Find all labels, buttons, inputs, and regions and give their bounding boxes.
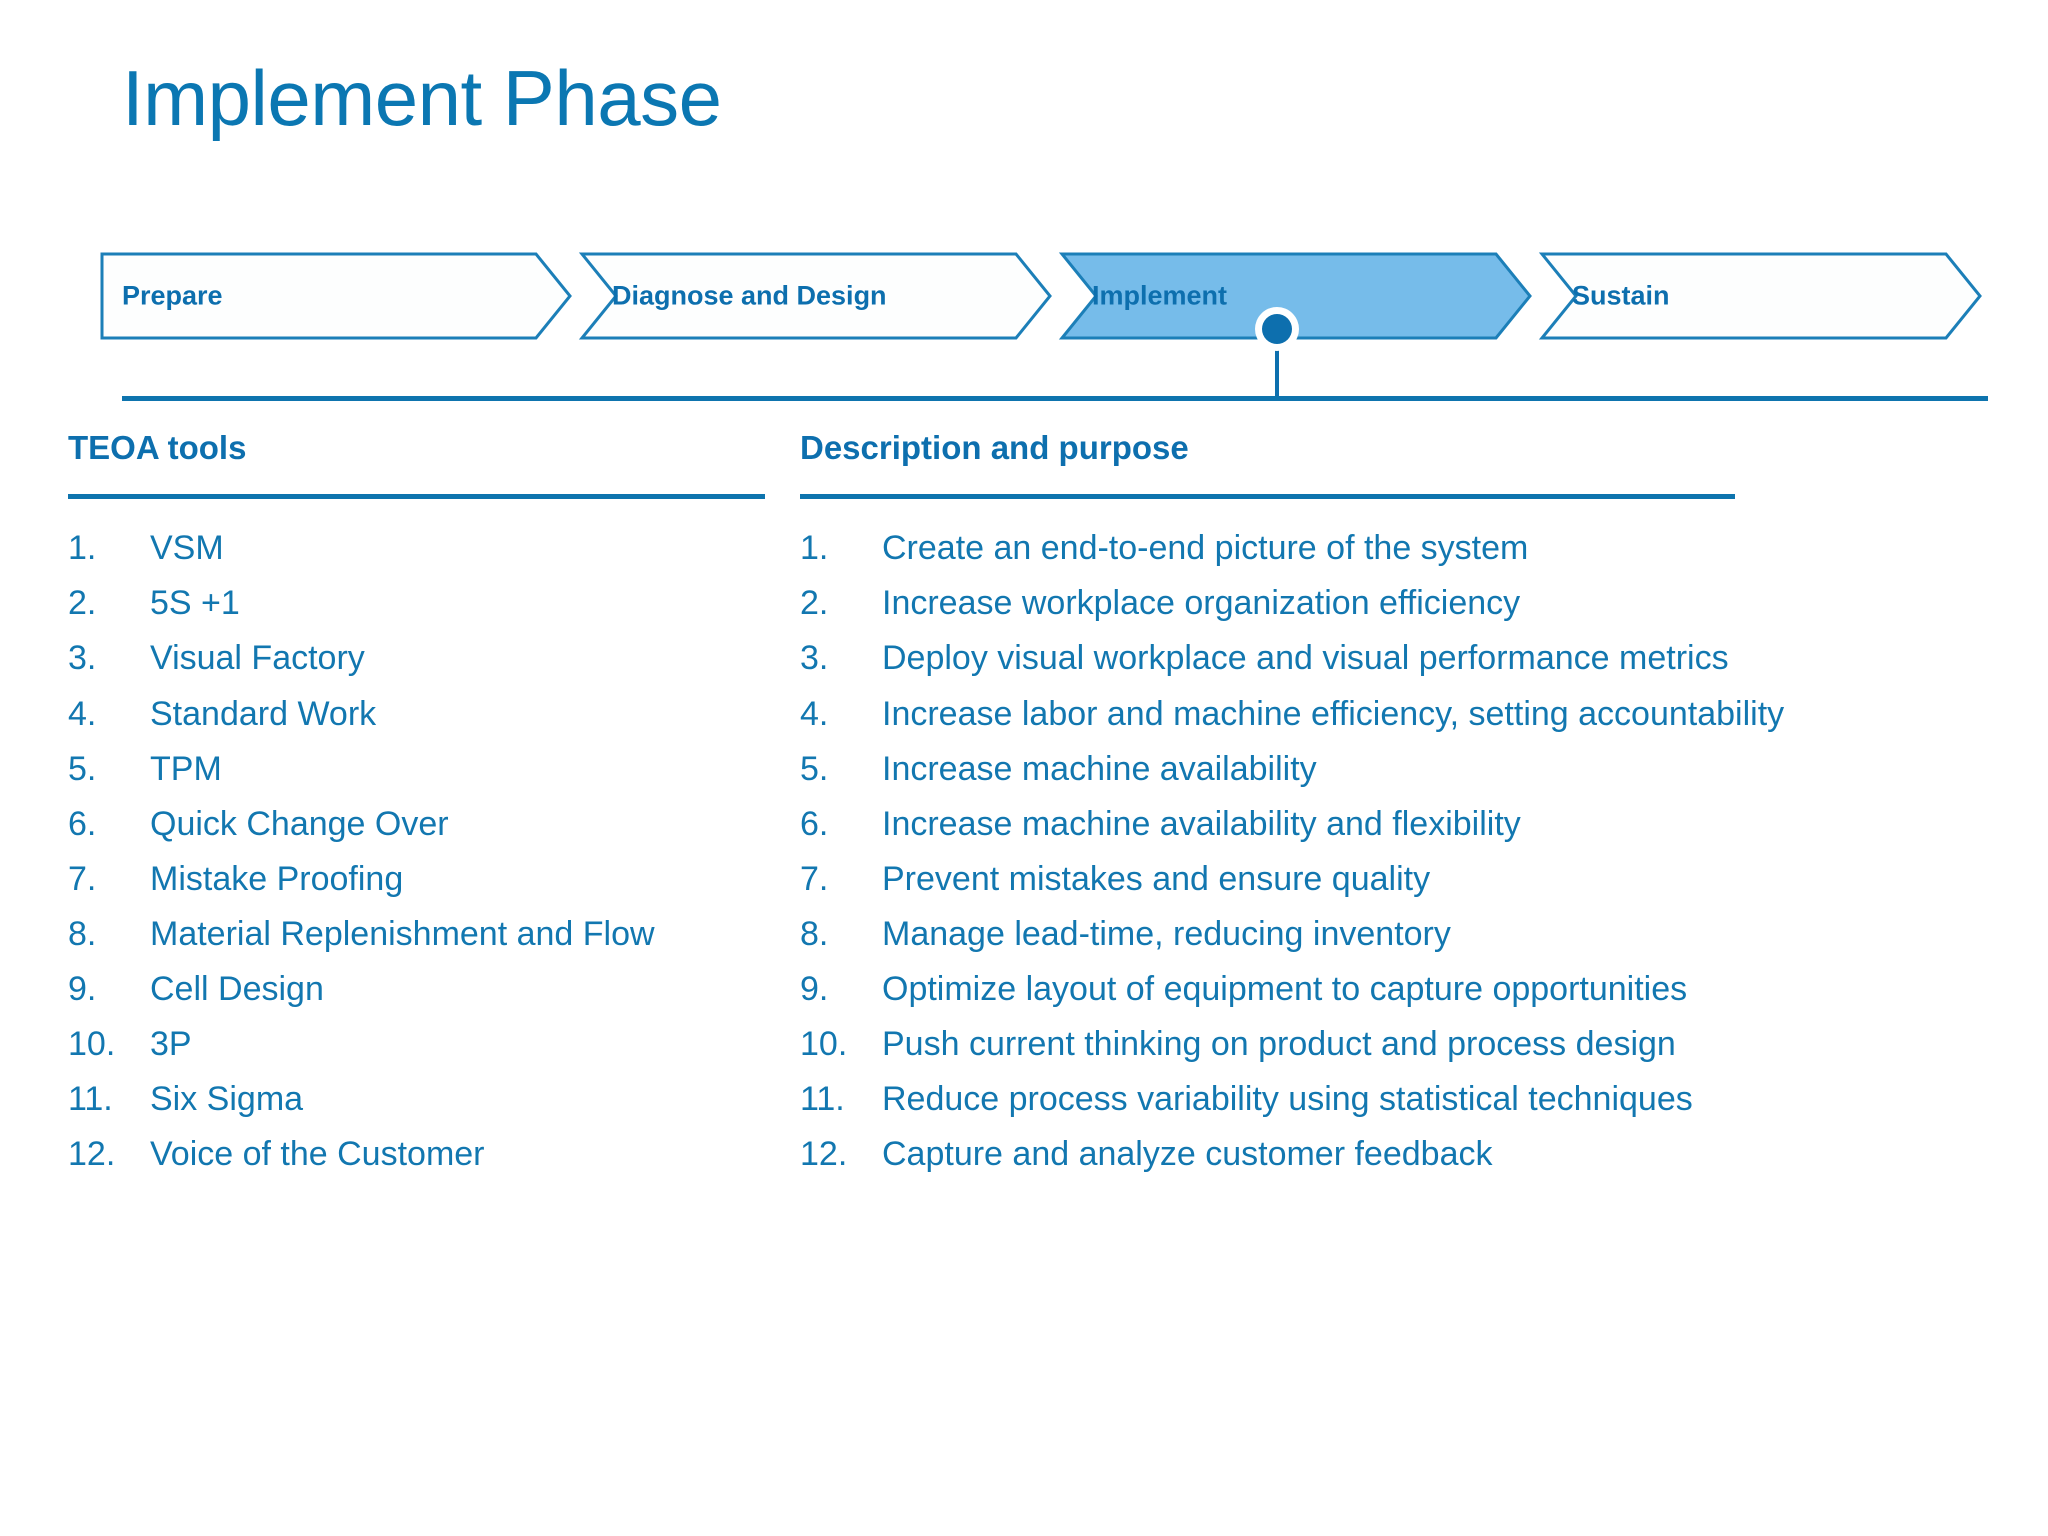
column-heading-description-and-purpose: Description and purpose [800,429,1189,466]
teoa-tool-item-text: Six Sigma [150,1080,304,1119]
page-title: Implement Phase [122,54,722,142]
list-item: 12. Capture and analyze customer feedback [800,1127,1980,1182]
description-item-text: Increase workplace organization efficien… [882,584,1521,623]
chevron-step-diagnose-and-design[interactable] [578,252,1052,340]
teoa-tool-item-number: 6. [68,804,97,843]
description-item-text: Capture and analyze customer feedback [882,1135,1493,1174]
column-heading-teoa-tools: TEOA tools [68,429,247,466]
description-item-text: Increase labor and machine efficiency, s… [882,694,1785,733]
list-item: 12. Voice of the Customer [68,1127,768,1182]
description-and-purpose-list: 1. Create an end-to-end picture of the sy… [800,521,1980,1182]
teoa-tool-item-text: Material Replenishment and Flow [150,914,655,953]
description-item-number: 4. [800,694,829,733]
teoa-tool-item-number: 11. [68,1080,113,1119]
description-item-number: 5. [800,749,829,788]
description-item-text: Increase machine availability and flexib… [882,804,1521,843]
description-item-text: Deploy visual workplace and visual perfo… [882,639,1729,678]
teoa-tool-item-number: 4. [68,694,97,733]
description-item-text: Manage lead-time, reducing inventory [882,914,1451,953]
list-item: 6. Increase machine availability and flex… [800,797,1980,852]
list-item: 9. Cell Design [68,962,768,1017]
description-item-number: 11. [800,1080,845,1119]
column-heading-rule-description [800,494,1735,500]
description-item-number: 10. [800,1025,848,1063]
teoa-tool-item-text: 5S +1 [150,584,240,623]
chevron-label-implement: Implement [1092,280,1228,311]
active-phase-marker-dot [1262,314,1292,344]
list-item: 1. VSM [68,521,768,576]
description-item-text: Increase machine availability [882,749,1317,788]
list-item: 4. Standard Work [68,687,768,742]
teoa-tool-item-text: Voice of the Customer [150,1135,485,1174]
chevron-label-sustain: Sustain [1572,280,1670,311]
list-item: 9. Optimize layout of equipment to captur… [800,962,1980,1017]
description-item-text: Reduce process variability using statist… [882,1080,1693,1119]
teoa-tool-item-text: Quick Change Over [150,804,449,843]
list-item: 5. Increase machine availability [800,742,1980,797]
teoa-tool-item-text: 3P [150,1025,192,1063]
teoa-tool-item-number: 12. [68,1135,116,1174]
column-heading-rule-tools [68,494,765,500]
list-item: 6. Quick Change Over [68,797,768,852]
list-item: 2. Increase workplace organization effici… [800,576,1980,631]
list-item: 3. Deploy visual workplace and visual per… [800,631,1980,686]
teoa-tool-item-number: 10. [68,1025,116,1063]
chevron-label-diagnose-and-design: Diagnose and Design [612,280,887,311]
list-item: 11. Six Sigma [68,1072,768,1127]
description-item-text: Push current thinking on product and pro… [882,1025,1676,1063]
teoa-tool-item-text: Standard Work [150,694,377,733]
list-item: 7. Mistake Proofing [68,852,768,907]
list-item: 11. Reduce process variability using stat… [800,1072,1980,1127]
teoa-tool-item-number: 1. [68,529,97,568]
description-item-number: 2. [800,584,829,623]
description-item-number: 8. [800,914,829,953]
active-phase-connector-line [1275,329,1279,399]
phase-chevron-bar: Prepare Diagnose and Design Implement Su… [100,252,1984,340]
description-item-number: 12. [800,1135,848,1174]
description-item-text: Prevent mistakes and ensure quality [882,859,1431,898]
teoa-tool-item-number: 5. [68,749,97,788]
teoa-tools-list: 1. VSM 2. 5S +1 3. Visual Factory 4. Standard W… [68,521,768,1182]
teoa-tool-item-text: VSM [150,529,224,568]
teoa-tool-item-number: 2. [68,584,97,623]
teoa-tool-item-number: 8. [68,914,97,953]
teoa-tool-item-text: Visual Factory [150,639,365,678]
description-item-number: 9. [800,969,829,1008]
teoa-tool-item-number: 3. [68,639,97,678]
column-description-and-purpose: Description and purpose 1. Create an end-… [800,429,1980,1182]
description-item-number: 1. [800,529,829,568]
list-item: 10. 3P [68,1017,768,1072]
list-item: 10. Push current thinking on product and … [800,1017,1980,1072]
teoa-tool-item-text: Cell Design [150,969,324,1008]
list-item: 3. Visual Factory [68,631,768,686]
chevron-step-sustain[interactable] [1538,252,1982,340]
chevron-step-implement[interactable] [1058,252,1532,340]
teoa-tool-item-text: TPM [150,749,222,788]
list-item: 8. Manage lead-time, reducing inventory [800,907,1980,962]
description-item-number: 7. [800,859,829,898]
list-item: 5. TPM [68,742,768,797]
chevron-step-prepare[interactable] [100,252,572,340]
description-item-text: Create an end-to-end picture of the syst… [882,529,1529,568]
list-item: 1. Create an end-to-end picture of the sy… [800,521,1980,576]
list-item: 4. Increase labor and machine efficiency,… [800,687,1980,742]
teoa-tool-item-number: 7. [68,859,97,898]
description-item-number: 6. [800,804,829,843]
description-item-text: Optimize layout of equipment to capture … [882,969,1688,1008]
list-item: 8. Material Replenishment and Flow [68,907,768,962]
teoa-tool-item-number: 9. [68,969,97,1008]
list-item: 2. 5S +1 [68,576,768,631]
column-teoa-tools: TEOA tools 1. VSM 2. 5S +1 3. Visual Factory 4… [68,429,768,1182]
chevron-label-prepare: Prepare [122,280,223,311]
section-divider-rule [122,396,1988,401]
teoa-tool-item-text: Mistake Proofing [150,859,404,898]
description-item-number: 3. [800,639,829,678]
list-item: 7. Prevent mistakes and ensure quality [800,852,1980,907]
